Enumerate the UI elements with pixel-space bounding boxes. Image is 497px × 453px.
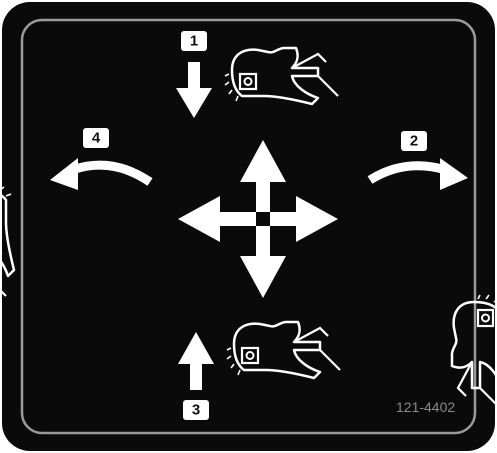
curved-arrow-right-icon: [367, 158, 468, 190]
curved-arrow-left-icon: [50, 158, 153, 190]
step-1: 1: [176, 31, 340, 118]
arrow-up-icon: [178, 332, 214, 390]
step-3: 3: [178, 320, 342, 420]
decal-inner-border: [20, 18, 477, 435]
step-4: 4: [0, 128, 153, 298]
four-way-arrows-icon: [178, 140, 338, 298]
step-3-badge: [183, 400, 209, 420]
step-2-number: 2: [410, 133, 418, 150]
step-2: 2: [367, 131, 497, 410]
step-1-number: 1: [190, 33, 198, 50]
part-number: 121-4402: [396, 399, 455, 415]
step-4-number: 4: [92, 130, 101, 147]
arrow-down-icon: [176, 62, 212, 118]
step-3-number: 3: [192, 402, 200, 419]
step-1-badge: [181, 31, 207, 51]
step-2-badge: [401, 131, 427, 151]
step-4-badge: [83, 128, 109, 148]
